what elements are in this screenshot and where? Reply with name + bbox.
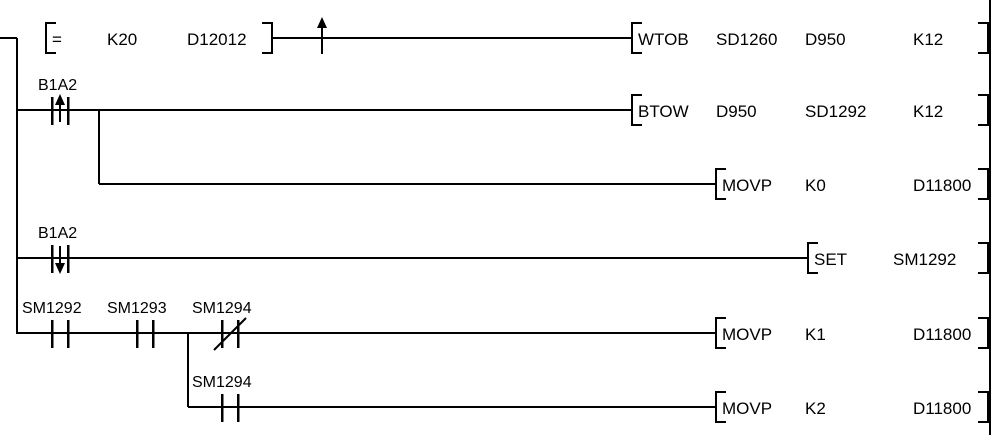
compare-block-open-bracket: [45, 22, 56, 54]
movp-k1-operand-1: K1: [805, 325, 826, 344]
movp-k2-close-bracket: [978, 391, 989, 423]
wtob-operand-1: SD1260: [716, 30, 777, 49]
movp-k1-instruction-name: MOVP: [722, 325, 772, 344]
movp-k2-open-bracket: [715, 391, 726, 423]
btow-operand-1: D950: [716, 102, 757, 121]
movp-k0-open-bracket: [715, 168, 726, 200]
contact-sm1292-normally-open[interactable]: [50, 320, 70, 348]
compare-operand-d12012: D12012: [187, 30, 247, 49]
contact-label-b1a2-falling: B1A2: [38, 225, 77, 242]
btow-operand-3: K12: [913, 102, 943, 121]
contact-label-sm1294-nc: SM1294: [192, 300, 252, 317]
wtob-operand-3: K12: [913, 30, 943, 49]
movp-k2-operand-1: K2: [805, 399, 826, 418]
compare-operand-k20: K20: [107, 30, 137, 49]
compare-block-close-bracket: [262, 22, 273, 54]
set-instruction-name: SET: [814, 250, 847, 269]
movp-k1-operand-2: D11800: [913, 325, 971, 344]
btow-operand-2: SD1292: [805, 102, 866, 121]
movp-k1-open-bracket: [715, 317, 726, 349]
set-close-bracket: [978, 242, 989, 274]
movp-k2-instruction-name: MOVP: [722, 399, 772, 418]
contact-label-sm1293: SM1293: [107, 300, 167, 317]
movp-k0-operand-1: K0: [805, 176, 826, 195]
compare-operator: =: [52, 30, 62, 49]
wtob-close-bracket: [978, 22, 989, 54]
contact-sm1294-normally-closed[interactable]: [213, 317, 247, 351]
contact-sm1294-normally-open[interactable]: [220, 394, 240, 422]
set-operand-1: SM1292: [893, 250, 956, 269]
contact-b1a2-rising-edge[interactable]: [50, 94, 70, 125]
movp-k1-close-bracket: [978, 317, 989, 349]
contact-label-sm1292: SM1292: [22, 300, 82, 317]
movp-k2-operand-2: D11800: [913, 399, 971, 418]
set-open-bracket: [807, 242, 818, 274]
contact-label-sm1294-no: SM1294: [192, 374, 252, 391]
movp-k0-operand-2: D11800: [913, 176, 971, 195]
movp-k0-close-bracket: [978, 168, 989, 200]
wtob-open-bracket: [631, 22, 642, 54]
wtob-instruction-name: WTOB: [638, 30, 689, 49]
contact-label-b1a2-rising: B1A2: [38, 77, 77, 94]
contact-b1a2-falling-edge[interactable]: [50, 245, 70, 274]
btow-open-bracket: [631, 94, 642, 126]
movp-k0-instruction-name: MOVP: [722, 176, 772, 195]
btow-instruction-name: BTOW: [638, 102, 689, 121]
wtob-operand-2: D950: [805, 30, 846, 49]
btow-close-bracket: [978, 94, 989, 126]
rising-edge-pulse-marker: [317, 17, 327, 54]
contact-sm1293-normally-open[interactable]: [135, 320, 155, 348]
